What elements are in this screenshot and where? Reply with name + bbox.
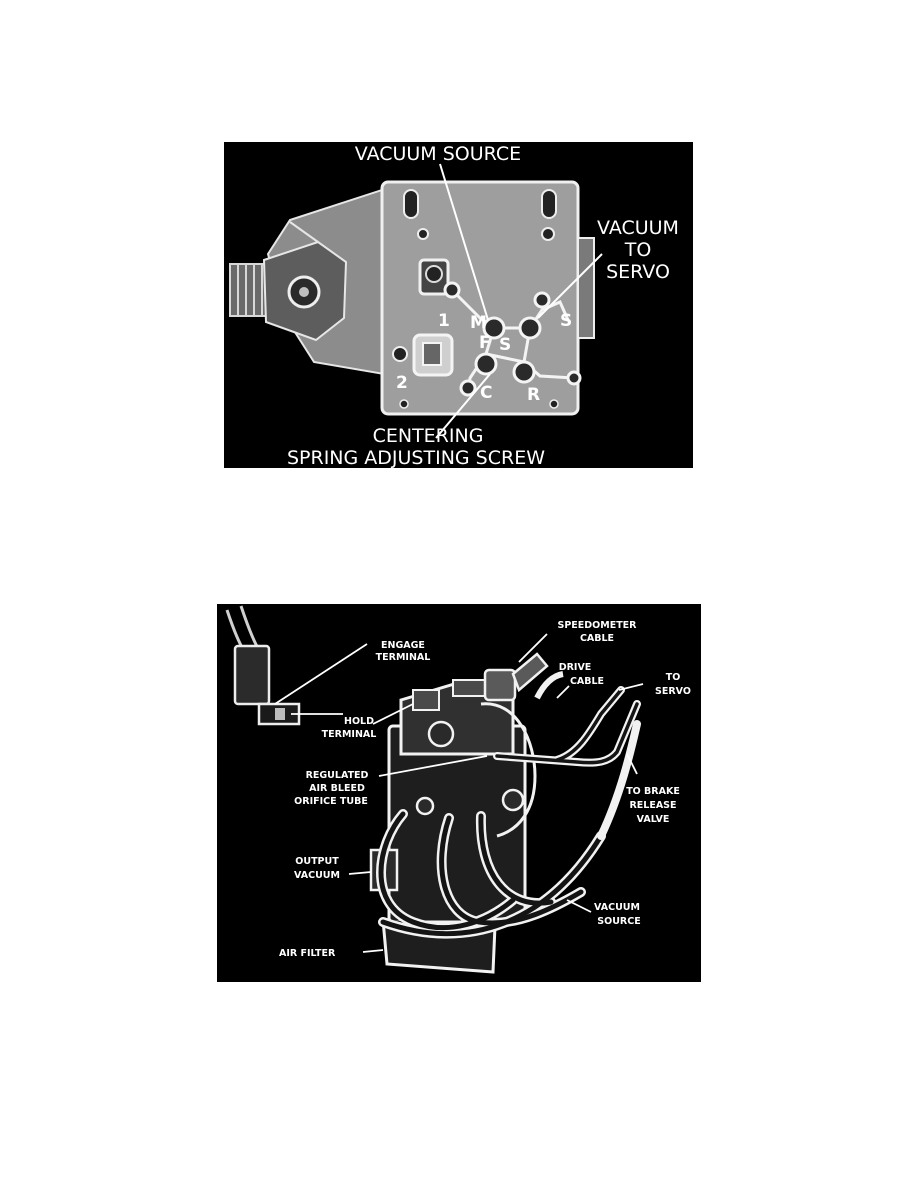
to-servo-label-2: SERVO [655,686,691,697]
port-f-label: F [479,333,491,353]
mounting-bracket [262,188,386,376]
vacuum-to-servo-label-1: VACUUM [597,217,679,239]
transducer-top-view-figure: M F S S C R 1 2 VACUUM SOURCE VACUUM TO … [224,142,693,468]
engage-terminal-label-2: TERMINAL [376,652,431,663]
engage-terminal-label-1: ENGAGE [381,640,425,651]
speedometer-cable-label-1: SPEEDOMETER [558,620,638,631]
vacuum-source-label-1: VACUUM [594,902,640,913]
to-servo-label-1: TO [666,672,681,683]
port-1-label: 1 [438,311,450,331]
port-2-label: 2 [396,373,408,393]
drive-cable-label-1: DRIVE [559,662,592,673]
hold-terminal-label-1: HOLD [344,716,374,727]
to-brake-release-label-2: RELEASE [629,800,676,811]
centering-label-1: CENTERING [373,425,484,447]
transducer-assembly-drawing: ENGAGE TERMINAL SPEEDOMETER CABLE DRIVE … [225,605,691,974]
port-s-right-label: S [560,311,572,331]
regulated-air-bleed-label-1: REGULATED [306,770,369,781]
output-vacuum-label-1: OUTPUT [295,856,339,867]
transducer-assembly-figure: ENGAGE TERMINAL SPEEDOMETER CABLE DRIVE … [217,604,701,982]
speedometer-cable-label-2: CABLE [580,633,614,644]
centering-label-2: SPRING ADJUSTING SCREW [287,447,545,468]
transducer-top-view-drawing: M F S S C R 1 2 VACUUM SOURCE VACUUM TO … [229,143,679,468]
to-brake-release-label-1: TO BRAKE [626,786,680,797]
port-r-label: R [527,385,540,405]
transducer-body [380,180,595,416]
electrical-connector [233,644,301,726]
drive-cable-label-2: CABLE [570,676,604,687]
output-vacuum-label-2: VACUUM [294,870,340,881]
regulated-air-bleed-label-3: ORIFICE TUBE [294,796,368,807]
hold-terminal-label-2: TERMINAL [322,729,377,740]
vacuum-to-servo-label-3: SERVO [606,261,670,283]
to-brake-release-label-3: VALVE [637,814,670,825]
speedometer-cable-fitting [483,652,549,702]
vacuum-source-label: VACUUM SOURCE [355,143,521,165]
leader-lines-figure2 [274,633,644,953]
drive-cable [534,671,564,700]
ports [443,281,582,397]
port-c-label: C [480,383,492,403]
vacuum-source-label-2: SOURCE [597,916,640,927]
fitting-left [229,263,271,317]
leader-lines [435,163,603,439]
regulated-air-bleed-label-2: AIR BLEED [309,783,365,794]
vacuum-hoses-inner [378,811,604,937]
servo-lines-inner [495,688,639,765]
port-s-center-label: S [499,335,511,355]
port-m-label: M [470,313,487,333]
air-filter-label: AIR FILTER [279,948,336,959]
vacuum-to-servo-label-2: TO [624,239,652,261]
